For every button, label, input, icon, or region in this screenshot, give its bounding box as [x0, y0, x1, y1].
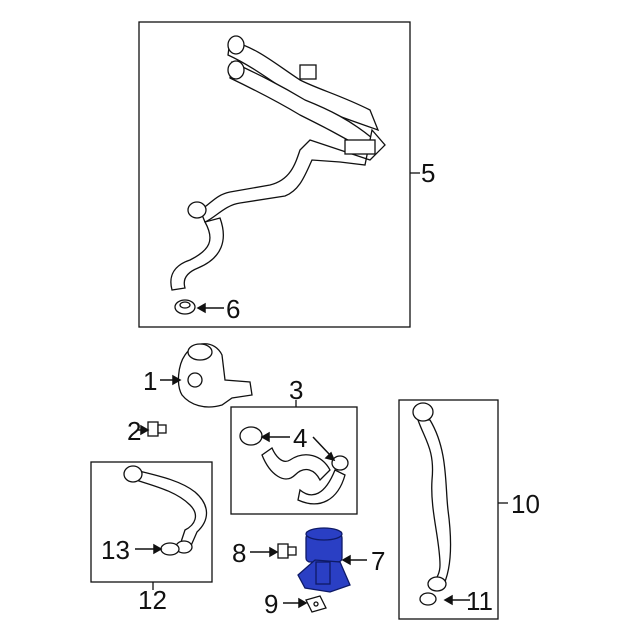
callout-8: 8	[232, 538, 247, 568]
callout-6: 6	[226, 294, 241, 324]
group-box-5	[138, 21, 411, 328]
callout-12: 12	[138, 585, 167, 615]
callout-13: 13	[101, 535, 130, 565]
clamp-13	[160, 542, 180, 556]
callout-4: 4	[293, 423, 308, 453]
group-box-3	[230, 406, 358, 515]
group-box-12	[90, 461, 213, 583]
bolt-2	[147, 421, 167, 437]
callout-9: 9	[264, 589, 279, 619]
hose-3	[239, 426, 349, 505]
hose-10	[412, 402, 452, 592]
clamp-6	[174, 299, 196, 315]
clamp-11	[419, 592, 437, 606]
callout-5: 5	[421, 158, 436, 188]
callout-3: 3	[289, 375, 304, 405]
callout-7: 7	[371, 546, 386, 576]
callout-arrows	[135, 302, 470, 609]
callout-2: 2	[127, 416, 142, 446]
valve-7	[297, 527, 351, 593]
hose-12	[123, 465, 208, 554]
group-box-10	[398, 399, 499, 620]
callout-11: 11	[466, 586, 493, 616]
bolt-8	[277, 543, 297, 559]
hose-assembly-5	[170, 35, 386, 291]
callout-10: 10	[511, 489, 540, 519]
water-pump-1	[177, 343, 253, 408]
bracket-9	[305, 595, 327, 613]
callout-1: 1	[143, 366, 158, 396]
